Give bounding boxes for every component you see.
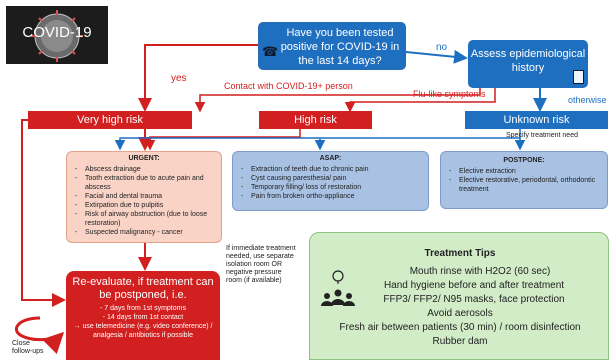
- urgent-list: Abscess drainage Tooth extraction due to…: [71, 165, 217, 237]
- urgent-item: Facial and dental trauma: [71, 192, 217, 201]
- assess-history-box: Assess epidemiological history: [468, 40, 588, 88]
- asap-box: ASAP: Extraction of teeth due to chronic…: [232, 151, 429, 211]
- asap-list: Extraction of teeth due to chronic pain …: [237, 165, 424, 201]
- yes-label: yes: [171, 73, 187, 84]
- urgent-item: Suspected malignancy - cancer: [71, 228, 217, 237]
- tips-title: Treatment Tips: [424, 248, 496, 259]
- close-followups-label: Close follow-ups: [12, 340, 44, 355]
- assess-text: Assess epidemiological history: [470, 48, 586, 74]
- reevaluate-box: Re-evaluate, if treatment can be postpon…: [66, 271, 220, 360]
- isolation-note: If immediate treatment needed, use separ…: [226, 245, 296, 284]
- contact-arrow: [194, 88, 481, 113]
- postpone-box: POSTPONE: Elective extraction Elective r…: [440, 151, 608, 209]
- otherwise-label: otherwise: [568, 95, 607, 105]
- urgent-item: Tooth extraction due to acute pain and a…: [71, 174, 217, 192]
- tip-item: FFP3/ FFP2/ N95 masks, face protection: [383, 294, 565, 305]
- phone-icon: ☎: [262, 44, 279, 59]
- asap-item: Extraction of teeth due to chronic pain: [237, 165, 424, 174]
- unknown-risk-bar: Unknown risk: [465, 111, 608, 129]
- asap-item: Cyst causing paresthesia/ pain: [237, 174, 424, 183]
- no-arrow: [405, 49, 468, 64]
- follow-up-loop: [15, 316, 65, 355]
- postpone-title: POSTPONE:: [503, 157, 545, 164]
- document-icon: [573, 70, 584, 84]
- flu-arrow: [344, 88, 496, 113]
- asap-title: ASAP:: [319, 155, 342, 162]
- reevaluate-item: → use telemedicine (e.g. video conferenc…: [73, 323, 213, 339]
- yes-arrow: [138, 44, 258, 112]
- very-high-risk-bar: Very high risk: [28, 111, 192, 129]
- tip-item: Avoid aerosols: [427, 308, 493, 319]
- reevaluate-item: - 14 days from 1st contact: [102, 314, 184, 321]
- urgent-title: URGENT:: [128, 155, 160, 162]
- tip-item: Hand hygiene before and after treatment: [383, 280, 565, 291]
- reevaluate-title: Re-evaluate, if treatment can be postpon…: [72, 276, 214, 301]
- people-idea-icon: [321, 270, 355, 306]
- contact-label: Contact with COVID-19+ person: [224, 81, 353, 91]
- covid-logo: COVID-19: [6, 6, 108, 64]
- very-high-to-reevaluate-arrow: [21, 119, 66, 307]
- urgent-item: Abscess drainage: [71, 165, 217, 174]
- logo-text: COVID-19: [22, 24, 92, 41]
- postpone-item: Elective extraction: [445, 167, 603, 176]
- urgent-item: Risk of airway obstruction (due to loose…: [71, 210, 217, 228]
- tip-item: Mouth rinse with H2O2 (60 sec): [409, 266, 551, 277]
- reevaluate-item: - 7 days from 1st symptoms: [100, 305, 186, 312]
- virus-icon: [31, 10, 83, 62]
- question-text: Have you been tested positive for COVID-…: [280, 27, 400, 67]
- no-label: no: [436, 42, 448, 53]
- asap-item: Pain from broken ortho-appliance: [237, 192, 424, 201]
- reevaluate-list: - 7 days from 1st symptoms - 14 days fro…: [66, 304, 220, 340]
- tested-positive-question: ☎ Have you been tested positive for COVI…: [258, 22, 406, 70]
- specify-label: Specify treatment need: [506, 132, 578, 139]
- postpone-list: Elective extraction Elective restorative…: [445, 167, 603, 194]
- flu-label: Flu-like symptoms: [413, 89, 486, 99]
- asap-item: Temporary filling/ loss of restoration: [237, 183, 424, 192]
- urgent-box: URGENT: Abscess drainage Tooth extractio…: [66, 151, 222, 243]
- high-to-urgent-arrow: [144, 129, 301, 151]
- urgent-item: Extirpation due to pulpitis: [71, 201, 217, 210]
- high-risk-bar: High risk: [259, 111, 372, 129]
- tip-item: Fresh air between patients (30 min) / ro…: [339, 322, 581, 333]
- postpone-item: Elective restorative, periodontal, ortho…: [445, 176, 603, 194]
- treatment-tips-box: Treatment Tips Mouth rinse with H2O2 (60…: [309, 232, 609, 360]
- tip-item: Rubber dam: [432, 336, 488, 347]
